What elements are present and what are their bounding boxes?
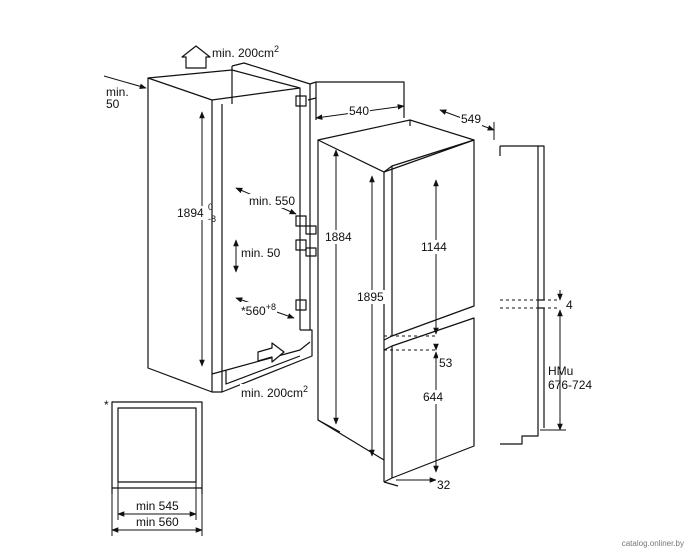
depth-550-label: min. 550 <box>248 194 297 208</box>
plan-min560-label: min 560 <box>136 515 179 529</box>
niche-cabinet <box>147 45 405 393</box>
unit-height-inner-label: 1884 <box>324 230 353 244</box>
watermark: catalog.onliner.by <box>621 539 684 548</box>
gap-side-text: min. <box>106 85 129 99</box>
hmu-label: HMu 676-724 <box>548 364 592 392</box>
door-gap-label: 53 <box>438 356 454 370</box>
niche-width-tol: +8 <box>265 302 276 312</box>
plan-view <box>111 401 203 494</box>
guide-lines <box>112 299 560 489</box>
lower-door-label: 644 <box>422 390 445 404</box>
vent-top-text: min. 200cm <box>212 46 275 60</box>
gap-side-label: min. 50 <box>106 86 129 110</box>
vent-bottom-text: min. 200cm <box>241 386 304 400</box>
niche-width-label: *560+8 <box>240 302 277 318</box>
niche-height-value: 1894 <box>177 206 204 220</box>
upper-door-label: 1144 <box>420 240 448 254</box>
vent-top-label: min. 200cm2 <box>212 44 279 60</box>
fridge-unit <box>305 119 475 487</box>
vent-bottom-sup: 2 <box>303 384 309 394</box>
furniture-profile <box>499 145 545 445</box>
gap-50-label: min. 50 <box>240 246 282 260</box>
gap-4-label: 4 <box>566 298 573 312</box>
hmu-text: HMu <box>548 364 574 378</box>
unit-depth-label: 549 <box>460 112 483 126</box>
door-width-label: 540 <box>348 104 371 118</box>
niche-height-tol-up: 0 <box>208 202 214 212</box>
niche-height-tol-down: -8 <box>208 214 217 224</box>
unit-height-label: 1895 <box>356 290 385 304</box>
foot-gap-label: 32 <box>436 478 452 492</box>
extension-ticks <box>111 96 566 536</box>
hmu-range: 676-724 <box>548 378 593 392</box>
plan-min545-label: min 545 <box>136 499 179 513</box>
gap-side-value: 50 <box>106 97 120 111</box>
niche-width-value: *560 <box>241 304 266 318</box>
vent-bottom-label: min. 200cm2 <box>240 384 310 400</box>
plan-asterisk: * <box>104 398 109 412</box>
dimension-lines <box>103 75 563 533</box>
vent-top-sup: 2 <box>274 44 280 54</box>
niche-height-label: 1894 <box>176 206 205 220</box>
